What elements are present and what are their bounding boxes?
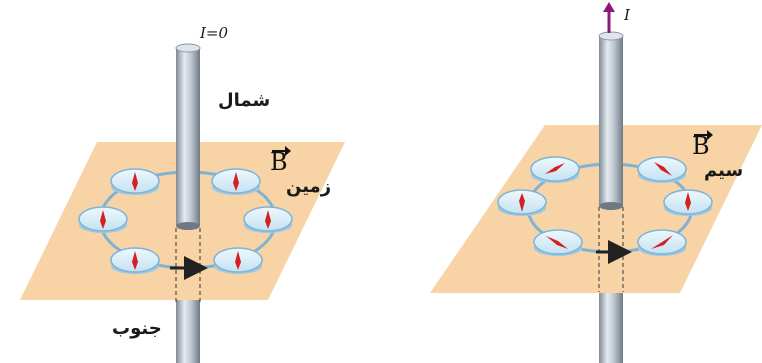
compass-top-right: [212, 169, 260, 195]
compass-bottom-left: [534, 230, 582, 256]
compass-top-left: [531, 157, 579, 183]
compass-top-left: [111, 169, 159, 195]
compass-mid-left: [498, 190, 546, 216]
left-current-label: I=0: [200, 24, 228, 42]
wire-top-cap: [599, 32, 623, 40]
compass-bottom-right: [638, 230, 686, 256]
current-arrow-head: [603, 2, 615, 12]
compass-bottom-left: [111, 248, 159, 274]
right-current-label: I: [624, 6, 630, 24]
compass-mid-left: [79, 207, 127, 233]
compass-mid-right: [664, 190, 712, 216]
left-field-label: زمین: [286, 176, 331, 197]
north-label: شمال: [218, 90, 270, 111]
plane: [430, 125, 762, 293]
south-label: جنوب: [112, 318, 162, 339]
compass-top-right: [638, 157, 686, 183]
wire-top-cap: [176, 44, 200, 52]
compass-mid-right: [244, 207, 292, 233]
compass-bottom-right: [214, 248, 262, 274]
wire-plane-cut: [599, 202, 623, 210]
right-panel: [430, 2, 762, 363]
wire-plane-cut: [176, 222, 200, 230]
wire-upper: [176, 48, 200, 226]
wire-upper: [599, 36, 623, 206]
wire-lower: [599, 285, 623, 363]
right-field-symbol: B: [692, 132, 710, 160]
left-panel: [20, 44, 345, 363]
left-field-symbol: B: [270, 148, 288, 176]
right-field-label: سیم: [704, 160, 743, 181]
